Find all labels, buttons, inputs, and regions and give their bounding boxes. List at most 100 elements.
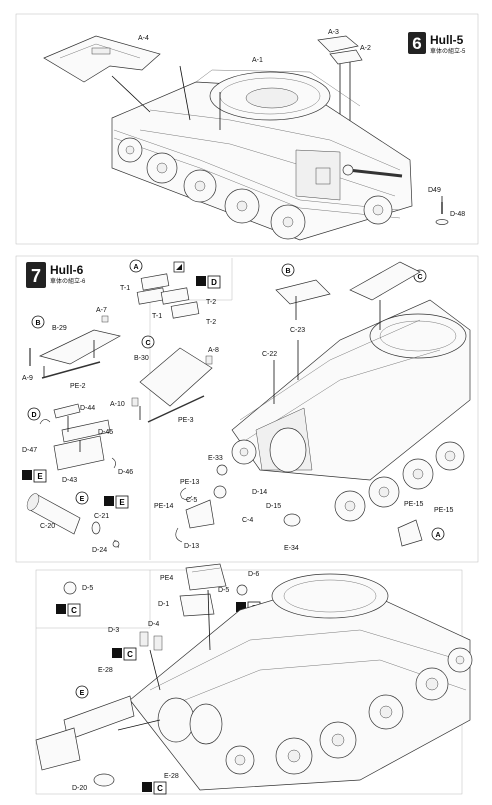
label-pe4: PE4	[160, 575, 173, 582]
sub-c-small: C B-30 A-8 A-10 PE-3	[110, 335, 219, 424]
part-a2-plate	[329, 49, 363, 65]
step7-main-hull: B C	[154, 261, 471, 552]
main-marker-b: B	[285, 268, 290, 275]
step7-panel: 7 Hull-6 車体の組立-6 A T-1 T-1 T-2 T-2 D B	[15, 255, 479, 563]
label-pe15b: PE-15	[434, 507, 454, 514]
part-d45	[61, 419, 111, 443]
sub-d-badge: E	[37, 472, 43, 481]
label-c22: C-22	[262, 351, 277, 358]
label-b30: B-30	[134, 355, 149, 362]
label-pe3: PE-3	[178, 417, 194, 424]
road-wheels-step8	[225, 647, 473, 775]
part-a3-plate	[317, 35, 359, 53]
label-d47: D-47	[22, 447, 37, 454]
label-a8: A-8	[208, 347, 219, 354]
sub-a-badge: D	[211, 278, 217, 287]
label-pe14: PE-14	[154, 503, 174, 510]
step6-number: 6	[412, 34, 421, 53]
sub-a-marker: A	[133, 264, 138, 271]
road-wheels-step6	[117, 137, 393, 240]
label-t2b: T-2	[206, 319, 216, 326]
label-d48: D-48	[450, 211, 465, 218]
sub-d: D D-44 D-45 D-47 D-43 D-46 E	[22, 403, 133, 484]
label-a1: A-1	[252, 57, 263, 64]
sub-e-badge: E	[119, 498, 125, 507]
label-d5b: D-5	[218, 587, 229, 594]
part-b-plate	[275, 279, 331, 305]
step7-title: Hull-6	[50, 263, 84, 277]
part-muffler-guard	[35, 727, 81, 771]
label-t2a: T-2	[206, 299, 216, 306]
part-a4-plate	[43, 35, 161, 83]
sub-b-marker: B	[35, 320, 40, 327]
label-d44: D-44	[80, 405, 95, 412]
label-a10: A-10	[110, 401, 125, 408]
part-d43	[53, 435, 105, 471]
part-d1	[179, 593, 215, 617]
hull-body	[111, 81, 413, 241]
label-d1: D-1	[158, 601, 169, 608]
label-d45: D-45	[98, 429, 113, 436]
step6-panel: 6 Hull-5 車体の組立-5	[15, 13, 479, 245]
label-d49: D49	[428, 187, 441, 194]
label-d46: D-46	[118, 469, 133, 476]
part-d44	[53, 403, 81, 419]
label-e33: E-33	[208, 455, 223, 462]
label-c5: C-5	[186, 497, 197, 504]
part-pe4-grille	[185, 563, 227, 591]
label-c23: C-23	[290, 327, 305, 334]
part-b30	[139, 347, 213, 407]
label-e28a: E-28	[98, 667, 113, 674]
label-pe2: PE-2	[70, 383, 86, 390]
step7-number: 7	[31, 266, 41, 286]
step6-number-box	[408, 32, 426, 54]
sub-a-tracks: A T-1 T-1 T-2 T-2 D	[120, 259, 221, 326]
sub-e: E C-21 C-20 D-24 E	[26, 491, 129, 554]
part-b29	[38, 329, 121, 365]
sub-b-small: B A-7 B-29 A-9 PE-2	[22, 307, 121, 390]
label-a3: A-3	[328, 29, 339, 36]
label-d5a: D-5	[82, 585, 93, 592]
main-marker-c: C	[417, 274, 422, 281]
turret-ring-step7	[369, 313, 467, 359]
cement-icon	[173, 261, 185, 273]
label-d14: D-14	[252, 489, 267, 496]
part-c4	[185, 499, 215, 529]
label-d13: D-13	[184, 543, 199, 550]
part-d48	[435, 219, 449, 225]
step6-subtitle: 車体の組立-5	[430, 47, 466, 55]
label-a9: A-9	[22, 375, 33, 382]
sub-d-marker: D	[31, 412, 36, 419]
label-a7: A-7	[96, 307, 107, 314]
sub-c-marker: C	[145, 340, 150, 347]
label-d6: D-6	[248, 571, 259, 578]
part-c21	[91, 521, 101, 535]
label-d43: D-43	[62, 477, 77, 484]
part-e34	[283, 513, 301, 527]
label-c20: C-20	[40, 523, 55, 530]
label-e28b: E-28	[164, 773, 179, 780]
badge-c-4: C	[157, 784, 163, 793]
label-b29: B-29	[52, 325, 67, 332]
label-d15: D-15	[266, 503, 281, 510]
label-c21: C-21	[94, 513, 109, 520]
label-a4: A-4	[138, 35, 149, 42]
label-t1b: T-1	[152, 313, 162, 320]
label-d24: D-24	[92, 547, 107, 554]
inset-badge-c: C	[71, 606, 77, 615]
step7-number-box	[26, 262, 46, 288]
label-d20: D-20	[72, 785, 87, 792]
step6-title: Hull-5	[430, 33, 464, 47]
label-c4: C-4	[242, 517, 253, 524]
step7-subtitle: 車体の組立-6	[50, 277, 86, 285]
part-c-plate	[349, 261, 421, 301]
label-a2: A-2	[360, 45, 371, 52]
label-e34: E-34	[284, 545, 299, 552]
label-t1a: T-1	[120, 285, 130, 292]
road-wheels-step7	[231, 439, 465, 522]
badge-c-3: C	[127, 650, 133, 659]
label-d4: D-4	[148, 621, 159, 628]
label-d3: D-3	[108, 627, 119, 634]
